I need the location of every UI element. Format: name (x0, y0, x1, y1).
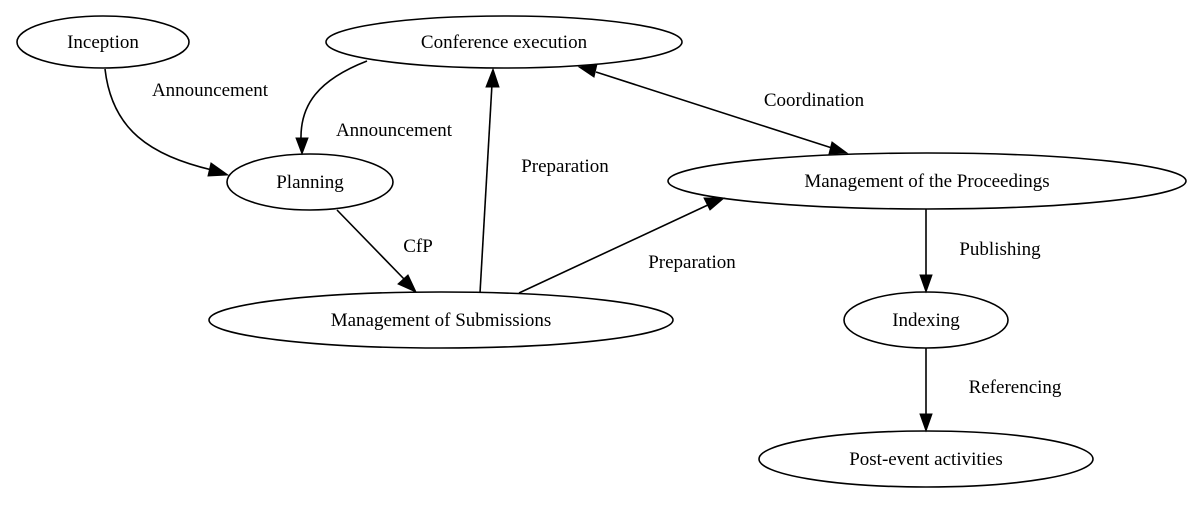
arrowhead (919, 413, 933, 433)
edge-indexing-to-post-event-label: Referencing (969, 377, 1062, 398)
arrowhead (295, 137, 309, 156)
node-management-of-proceedings-label: Management of the Proceedings (804, 171, 1049, 192)
edge-proceedings-to-indexing-label: Publishing (959, 239, 1041, 260)
edge-inception-to-planning: Announcement (104, 68, 269, 177)
edge-proceedings-to-indexing: Publishing (919, 209, 1041, 294)
edge-execution-proceedings: Coordination (577, 63, 865, 155)
node-post-event-activities: Post-event activities (758, 430, 1094, 488)
node-planning-label: Planning (276, 172, 344, 193)
node-management-of-proceedings: Management of the Proceedings (667, 152, 1187, 210)
node-management-of-submissions: Management of Submissions (208, 291, 674, 349)
node-management-of-submissions-label: Management of Submissions (331, 310, 552, 331)
arrowhead (577, 63, 598, 78)
node-inception-label: Inception (67, 32, 139, 53)
arrowhead (397, 274, 418, 294)
node-post-event-activities-label: Post-event activities (849, 449, 1003, 470)
node-conference-execution: Conference execution (325, 15, 683, 69)
edge-submissions-to-execution: Preparation (479, 67, 609, 294)
edge-submissions-to-proceedings: Preparation (518, 197, 736, 294)
edge-planning-to-submissions: CfP (336, 209, 433, 294)
node-inception: Inception (16, 15, 190, 69)
edge-execution-to-planning-label: Announcement (336, 120, 453, 141)
arrowhead (703, 197, 726, 211)
edge-execution-proceedings-label: Coordination (764, 90, 865, 111)
edge-submissions-to-proceedings-label: Preparation (648, 252, 736, 273)
edge-indexing-to-post-event: Referencing (919, 348, 1062, 433)
node-conference-execution-label: Conference execution (421, 32, 588, 53)
edge-submissions-to-execution-label: Preparation (521, 156, 609, 177)
node-indexing-label: Indexing (892, 310, 960, 331)
edge-execution-to-planning: Announcement (295, 60, 453, 156)
arrowhead (485, 67, 500, 88)
edge-inception-to-planning-label: Announcement (152, 80, 269, 101)
node-indexing: Indexing (843, 291, 1009, 349)
arrowhead (919, 274, 933, 294)
node-planning: Planning (226, 153, 394, 211)
arrowhead (828, 141, 849, 155)
arrowhead (207, 162, 230, 177)
edge-planning-to-submissions-label: CfP (403, 236, 433, 257)
